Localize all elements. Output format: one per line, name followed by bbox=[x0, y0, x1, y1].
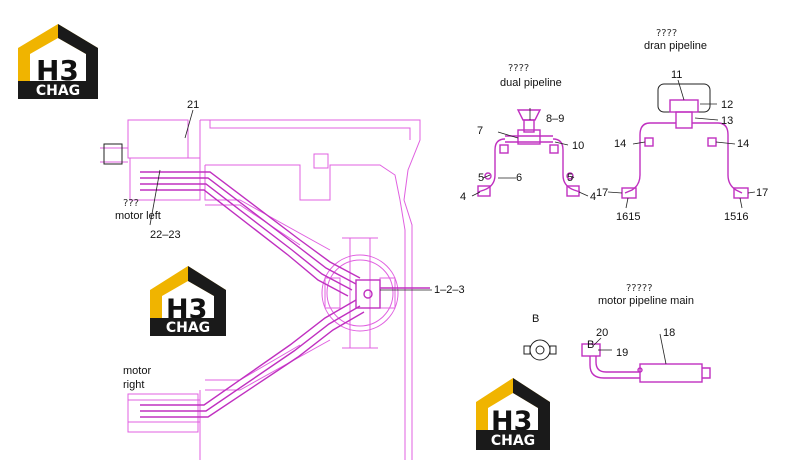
callout-11: 11 bbox=[671, 69, 682, 81]
motor-pipeline-main-detail bbox=[523, 339, 711, 383]
callout-7: 7 bbox=[477, 125, 483, 137]
callout-B: B bbox=[532, 313, 539, 325]
callout-B-small: B bbox=[587, 339, 594, 351]
callout-17-right: 17 bbox=[756, 187, 768, 199]
callout-4-left: 4 bbox=[460, 191, 466, 203]
callout-5-left: 5 bbox=[478, 172, 484, 184]
motor-left-cn: ??? bbox=[123, 198, 139, 209]
dran-pipeline-cn: ???? bbox=[656, 28, 677, 39]
callout-1-2-3: 1–2–3 bbox=[434, 284, 465, 296]
dran-pipeline-detail bbox=[621, 83, 749, 199]
dual-pipeline-cn: ???? bbox=[508, 63, 529, 74]
callout-1615: 1615 bbox=[616, 211, 640, 223]
callout-13: 13 bbox=[721, 115, 733, 127]
motor-left-title: motor left bbox=[115, 210, 161, 222]
callout-14-right: 14 bbox=[737, 138, 749, 150]
motor-right-title-2: right bbox=[123, 379, 144, 391]
callout-10: 10 bbox=[572, 140, 584, 152]
callout-1516: 1516 bbox=[724, 211, 748, 223]
callout-20: 20 bbox=[596, 327, 608, 339]
dual-pipeline-detail bbox=[477, 109, 581, 197]
callout-19: 19 bbox=[616, 347, 628, 359]
callout-8-9: 8–9 bbox=[546, 113, 564, 125]
main-frame bbox=[100, 119, 421, 460]
callout-22-23: 22–23 bbox=[150, 229, 181, 241]
logo-middle: H3 CHAG bbox=[150, 266, 226, 336]
callout-12: 12 bbox=[721, 99, 733, 111]
callout-14-left: 14 bbox=[614, 138, 626, 150]
logo-brand: CHAG bbox=[36, 83, 80, 99]
callout-4-right: 4 bbox=[590, 191, 596, 203]
dran-pipeline-title: dran pipeline bbox=[644, 40, 707, 52]
motor-pipeline-main-title: motor pipeline main bbox=[598, 295, 694, 307]
callout-21: 21 bbox=[187, 99, 199, 111]
logo-bottom: H3 CHAG bbox=[476, 378, 550, 450]
logo-brand: CHAG bbox=[491, 433, 535, 449]
logo-top-left: H3 CHAG bbox=[18, 24, 98, 99]
callout-5-right: 5 bbox=[567, 172, 573, 184]
leader-lines bbox=[149, 79, 756, 365]
callout-17-left: 17 bbox=[596, 187, 608, 199]
labels: 21 ??? motor left 22–23 1–2–3 motor righ… bbox=[115, 28, 768, 391]
callout-18: 18 bbox=[663, 327, 675, 339]
motor-pipeline-main-cn: ????? bbox=[626, 283, 653, 294]
dual-pipeline-title: dual pipeline bbox=[500, 77, 562, 89]
callout-6: 6 bbox=[516, 172, 522, 184]
logo-brand: CHAG bbox=[166, 320, 210, 336]
motor-right-title-1: motor bbox=[123, 365, 151, 377]
hose-routing bbox=[140, 171, 430, 418]
